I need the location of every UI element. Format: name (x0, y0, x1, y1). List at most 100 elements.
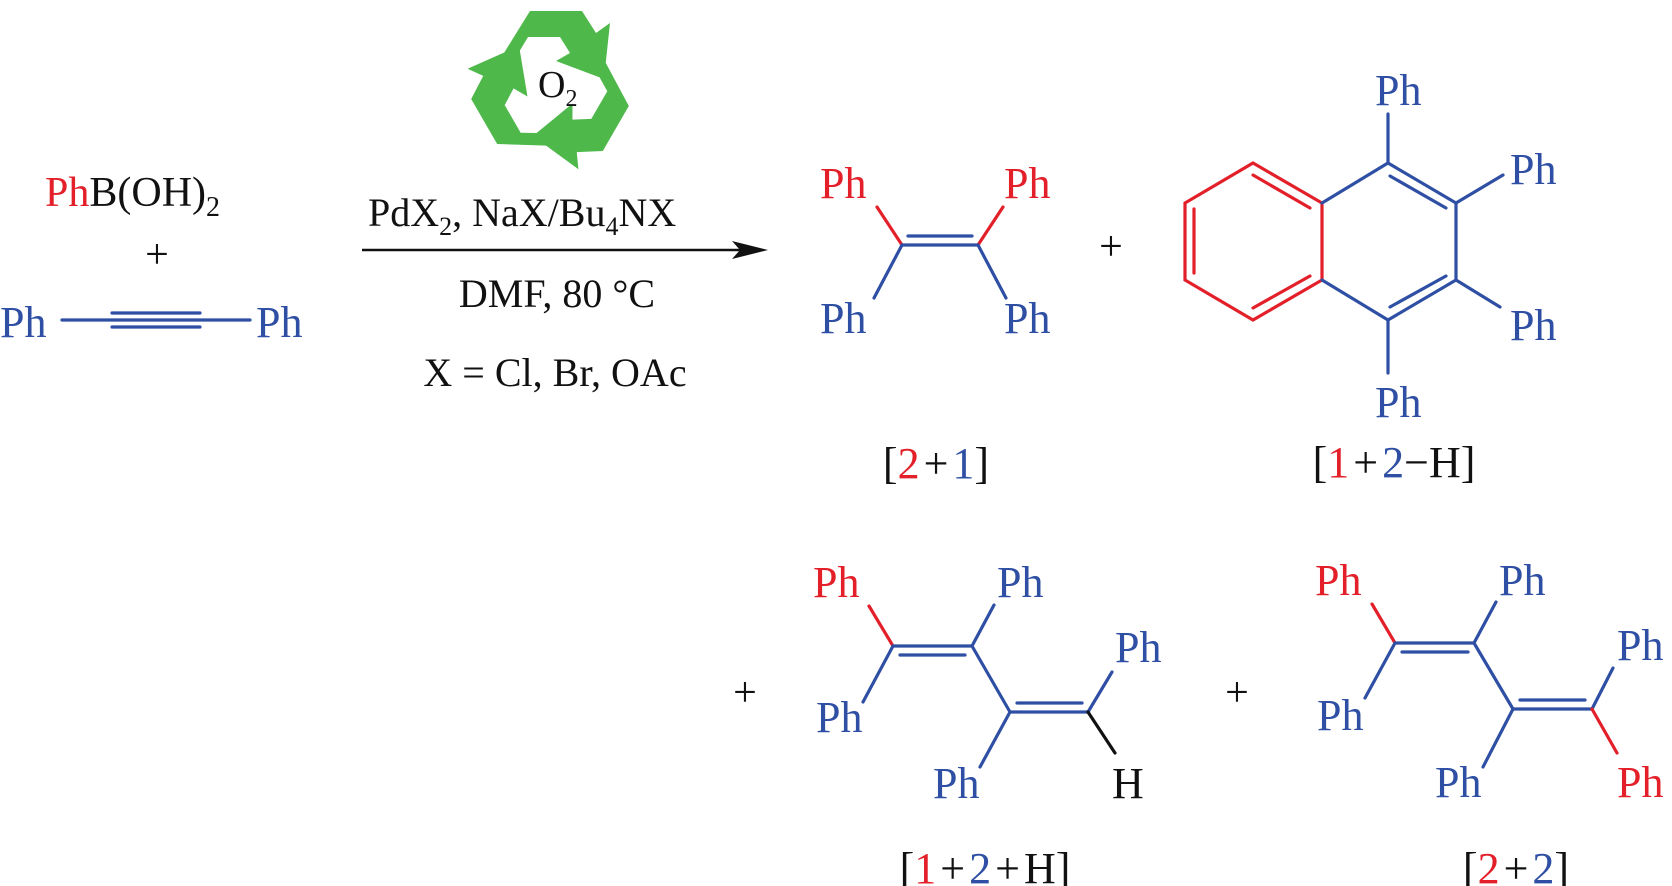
product-1-plus-2-plus-h: Ph Ph Ph Ph Ph H [1+2+H] (813, 558, 1161, 886)
product-tag: [1+2+H] (900, 844, 1071, 886)
atom-label: Ph (1004, 159, 1050, 208)
bond-line (1590, 666, 1615, 711)
atom-label: + (1353, 438, 1378, 487)
atom-label: 2 (206, 192, 220, 223)
diphenylacetylene: Ph Ph (0, 298, 302, 347)
atom-label: Ph (1115, 623, 1161, 672)
bond-line (1590, 707, 1619, 755)
bond-line (532, 45, 629, 170)
product-plus-1: + (1099, 224, 1123, 270)
atom-label: H (1429, 438, 1461, 487)
atom-label: , NaX/Bu (452, 190, 605, 235)
conditions-solvent-temp: DMF, 80 °C (459, 271, 655, 316)
atom-label: H (1024, 844, 1056, 886)
bond-line (467, 45, 566, 147)
atom-label: + (995, 844, 1020, 886)
atom-label: Ph (820, 294, 866, 343)
atom-label: O (538, 64, 565, 106)
atom-label: ] (1554, 844, 1569, 886)
atom-label: Ph (45, 170, 89, 216)
atom-label: 1 (1327, 438, 1349, 487)
boronic-acid: PhB(OH)2 (45, 170, 220, 223)
bond-line (1454, 278, 1502, 309)
conditions-catalyst: PdX2, NaX/Bu4NX (368, 190, 676, 241)
atom-label: 2 (1532, 844, 1554, 886)
atom-label: ] (1056, 844, 1071, 886)
atom-label: ] (974, 439, 989, 488)
bond-line (1320, 161, 1458, 322)
bond-line (1472, 600, 1498, 645)
atom-label: H (1112, 759, 1144, 808)
atom-label: Ph (0, 298, 46, 347)
bond-line (970, 603, 996, 648)
bond-line (976, 243, 1008, 300)
atom-label: Ph (1510, 301, 1556, 350)
product-plus-2: + (733, 670, 757, 716)
atom-label: Ph (813, 558, 859, 607)
atom-label: [ (1463, 844, 1478, 886)
atom-label: + (1504, 844, 1529, 886)
atom-label: ] (1461, 438, 1476, 487)
atom-label: 2 (969, 844, 991, 886)
bond-line (1454, 173, 1505, 205)
atom-label: Ph (1004, 294, 1050, 343)
bond-line (1086, 710, 1117, 755)
conditions-halide: X = Cl, Br, OAc (423, 350, 686, 395)
bond-line (1086, 670, 1114, 714)
atom-label: NX (618, 190, 676, 235)
atom-label: Ph (1435, 758, 1481, 807)
bond-line (867, 604, 895, 648)
atom-label: 2 (565, 86, 577, 112)
bond-line (976, 205, 1005, 247)
atom-label: 2 (439, 212, 452, 241)
atom-label: [ (1313, 438, 1328, 487)
atom-label: − (1404, 438, 1429, 487)
atom-label: 4 (605, 212, 618, 241)
atom-label: Ph (1617, 621, 1663, 670)
product-2-plus-1: Ph Ph Ph Ph [2+1] (820, 159, 1050, 488)
bond-line (978, 710, 1012, 769)
reactant-plus: + (145, 232, 169, 278)
bond-line (494, 11, 610, 79)
atom-label: 2 (1478, 844, 1500, 886)
atom-label: Ph (1315, 556, 1361, 605)
atom-label: Ph (997, 558, 1043, 607)
atom-label: [ (900, 844, 915, 886)
product-plus-3: + (1225, 670, 1249, 716)
bond-line (1472, 641, 1515, 711)
bond-line (1251, 274, 1312, 310)
atom-label: Ph (820, 159, 866, 208)
bond-line (1370, 602, 1397, 645)
atom-label: [ (883, 439, 898, 488)
atom-label: 1 (952, 439, 974, 488)
product-tag: [1+2−H] (1313, 438, 1476, 487)
bond-line (1481, 707, 1515, 769)
bond-line (970, 644, 1012, 714)
bond-line (875, 205, 904, 247)
atom-label: + (940, 844, 965, 886)
atom-label: PdX (368, 190, 439, 235)
product-tag: [2+2] (1463, 844, 1569, 886)
atom-label: Ph (816, 693, 862, 742)
atom-label: Ph (933, 759, 979, 808)
atom-label: Ph (1375, 378, 1421, 427)
atom-label: 2 (1382, 438, 1404, 487)
reaction-arrow (362, 241, 768, 259)
atom-label: Ph (1375, 66, 1421, 115)
atom-label: Ph (1317, 691, 1363, 740)
bond-line (1251, 173, 1312, 210)
atom-label: Ph (1617, 758, 1663, 807)
atom-label: Ph (1499, 556, 1545, 605)
bond-line (861, 644, 895, 704)
atom-label: Ph (256, 298, 302, 347)
bond-line (732, 241, 768, 259)
bond-line (872, 243, 904, 300)
product-1-plus-2-minus-h: Ph Ph Ph Ph [1+2−H] (1183, 66, 1556, 487)
product-2-plus-2: Ph Ph Ph Ph Ph Ph [2+2] (1315, 556, 1663, 886)
atom-label: B(OH) (89, 170, 206, 216)
atom-label: Ph (1510, 145, 1556, 194)
bond-line (1363, 641, 1397, 700)
bond-line (1388, 274, 1448, 309)
atom-label: 1 (914, 844, 936, 886)
